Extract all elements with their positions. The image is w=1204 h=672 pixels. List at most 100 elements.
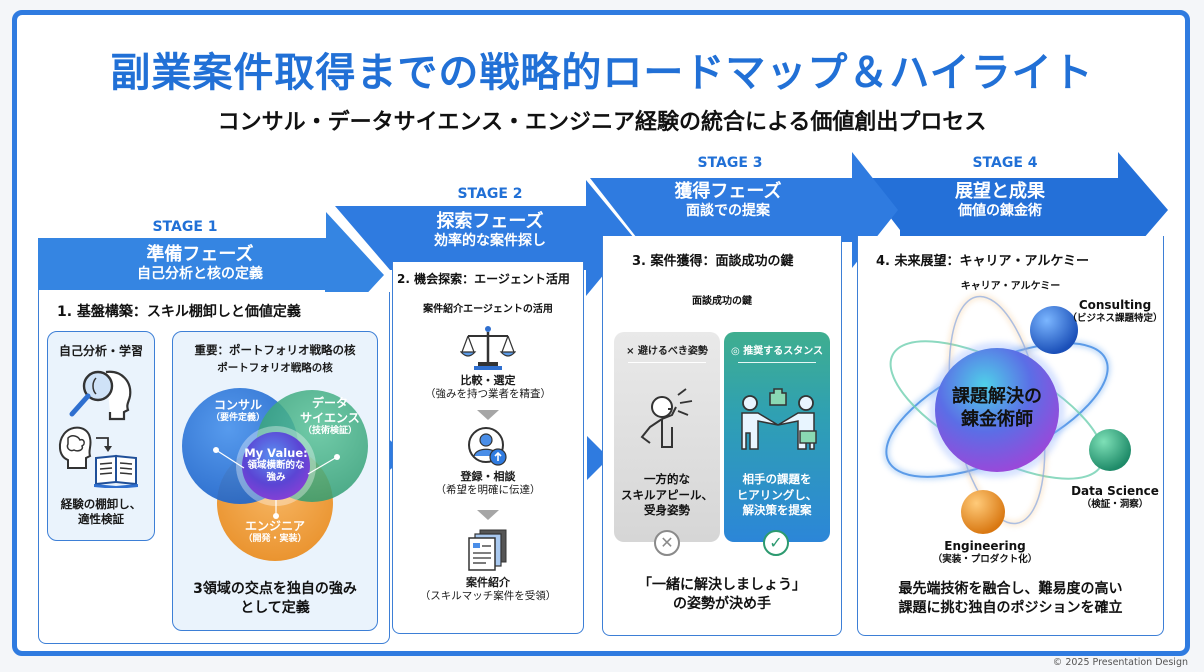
portfolio-summary-line1: 3領域の交点を独自の強み: [193, 581, 357, 597]
copyright: © 2025 Presentation Design: [1052, 657, 1188, 668]
recommend-line2: ヒアリングし、: [736, 487, 818, 502]
step-down-arrow-1: [477, 410, 499, 420]
venn-my-value: [242, 432, 310, 500]
stage2-theme: 効率的な案件探し: [434, 232, 546, 249]
consulting-detail: （ビジネス課題特定）: [1067, 313, 1163, 324]
portfolio-summary: 3領域の交点を独自の強み として定義: [172, 580, 378, 618]
stage2-arrow-text: 探索フェーズ 効率的な案件探し: [390, 211, 590, 249]
portfolio-summary-line2: として定義: [240, 599, 310, 616]
recommend-line3: 解決策を提案: [742, 503, 812, 518]
venn-consulting-name: コンサル: [213, 398, 262, 412]
data-science-name: Data Science: [1071, 484, 1159, 498]
venn-eng-name: エンジニア: [244, 519, 305, 533]
check-mark-icon: ✓: [763, 530, 789, 556]
venn-consulting-label: コンサル （要件定義）: [198, 398, 278, 424]
stage1-phase: 準備フェーズ: [146, 244, 254, 265]
x-mark-icon: ✕: [654, 530, 680, 556]
core-line2: 錬金術師: [961, 409, 1033, 431]
stage2-heading-bg: [393, 262, 579, 288]
self-analysis-title: 自己分析・学習: [58, 344, 143, 358]
brain-book-icon: [58, 426, 138, 488]
scale-icon: [460, 326, 516, 370]
self-analysis-caption-line1: 経験の棚卸し、: [60, 497, 142, 511]
shouting-person-icon: [640, 388, 693, 448]
venn-data-science-label: データ サイエンス （技術検証）: [290, 396, 370, 437]
step-referral-detail: （スキルマッチ案件を受領）: [419, 590, 557, 603]
consulting-orb-label: Consulting （ビジネス課題特定）: [1060, 298, 1170, 325]
data-science-detail: （検証・洞察）: [1081, 499, 1149, 510]
stage1-arrow-text: 準備フェーズ 自己分析と核の定義: [90, 244, 310, 282]
stage4-phase: 展望と成果: [955, 181, 1045, 202]
stage3-heading: 3. 案件獲得：面談成功の鍵: [632, 254, 794, 269]
recommend-line1: 相手の課題を: [742, 472, 812, 486]
stage4-heading-bg: [858, 236, 1113, 270]
recommend-card-rule: [738, 362, 816, 363]
avoid-card-title: × 避けるべき姿勢: [626, 346, 708, 357]
venn-ds-name2: サイエンス: [300, 411, 360, 425]
stage1-theme: 自己分析と核の定義: [137, 265, 263, 282]
avoid-line1: 一方的な: [644, 472, 690, 486]
stage4-summary-line1: 最先端技術を融合し、難易度の高い: [898, 581, 1123, 597]
stage2-label: STAGE 2: [457, 186, 523, 202]
step-down-arrow-2: [477, 510, 499, 520]
consulting-orb: [1030, 306, 1078, 354]
step-register-title: 登録・相談: [460, 470, 516, 483]
my-value-line3: 強み: [266, 472, 286, 484]
my-value-line2: 領域横断的な: [247, 460, 305, 472]
stage3-label: STAGE 3: [697, 155, 763, 171]
stage4-summary: 最先端技術を融合し、難易度の高い 課題に挑む独自のポジションを確立: [857, 580, 1164, 618]
user-upload-icon: [468, 427, 507, 466]
stage4-arrow-text: 展望と成果 価値の錬金術: [900, 181, 1100, 219]
engineering-orb: [961, 490, 1005, 534]
venn-eng-detail: （開発・実装）: [243, 534, 307, 544]
stage4-heading: 4. 未来展望：キャリア・アルケミー: [876, 254, 1089, 269]
avoid-line3: 受身姿勢: [644, 503, 690, 518]
self-analysis-caption-line2: 適性検証: [78, 511, 124, 526]
core-line1: 課題解決の: [952, 386, 1042, 407]
my-value-line1: My Value:: [244, 446, 308, 460]
venn-consulting-detail: （要件定義）: [210, 413, 265, 423]
stage3-caption: 面談成功の鍵: [692, 296, 752, 307]
atom-diagram: [883, 294, 1131, 534]
stage3-arrow-text: 獲得フェーズ 面談での提案: [628, 181, 828, 219]
data-science-orb: [1089, 429, 1131, 471]
avoid-card-rule: [628, 362, 706, 363]
recommend-card: ◎ 推奨するスタンス 相手の課題を ヒアリングし、 解決策を提案: [724, 332, 830, 542]
stage3-heading-bg: [603, 236, 839, 270]
page-title: 副業案件取得までの戦略的ロードマップ＆ハイライト: [110, 50, 1094, 96]
venn-ds-name1: データ: [311, 396, 348, 410]
recommend-card-title: ◎ 推奨するスタンス: [730, 346, 823, 357]
step-register: 登録・相談 （希望を明確に伝達）: [398, 470, 578, 498]
engineering-name: Engineering: [944, 539, 1026, 553]
venn-my-value-label: My Value: 領域横断的な 強み: [236, 446, 316, 484]
consulting-name: Consulting: [1078, 298, 1152, 312]
venn-ds-detail: （技術検証）: [302, 426, 357, 436]
flow-arrow-2: [587, 436, 609, 480]
stage3-summary-line1: 「一緒に解決しましょう」: [638, 577, 806, 593]
stage3-summary: 「一緒に解決しましょう」 の姿勢が決め手: [602, 576, 842, 614]
step-referral-title: 案件紹介: [466, 576, 510, 589]
venn-engineering-label: エンジニア （開発・実装）: [235, 519, 315, 545]
stage3-theme: 面談での提案: [686, 202, 770, 219]
stage1-heading-bg: [39, 290, 325, 320]
step-compare: 比較・選定 （強みを持つ業者を精査）: [398, 374, 578, 402]
step-compare-title: 比較・選定: [460, 374, 516, 387]
stage4-label: STAGE 4: [972, 155, 1038, 171]
portfolio-title: 重要：ポートフォリオ戦略の核: [194, 343, 356, 357]
handshake-puzzle-icon: [741, 388, 817, 450]
data-science-orb-label: Data Science （検証・洞察）: [1062, 484, 1168, 511]
stage2-caption: 案件紹介エージェントの活用: [423, 304, 553, 315]
avoid-card: × 避けるべき姿勢 一方的な スキルアピール、 受身姿勢: [614, 332, 720, 542]
recommend-card-text: 相手の課題を ヒアリングし、 解決策を提案: [724, 472, 830, 519]
self-analysis-caption: 経験の棚卸し、 適性検証: [48, 497, 154, 527]
stage2-phase: 探索フェーズ: [436, 211, 544, 232]
engineering-detail: （実装・プロダクト化）: [932, 554, 1038, 565]
core-orb: [935, 348, 1059, 472]
engineering-orb-label: Engineering （実装・プロダクト化）: [927, 539, 1043, 566]
page-subtitle: コンサル・データサイエンス・エンジニア経験の統合による価値創出プロセス: [217, 110, 987, 135]
stage3-phase: 獲得フェーズ: [674, 181, 782, 202]
avoid-line2: スキルアピール、: [621, 487, 713, 502]
venn-diagram: [182, 388, 368, 561]
core-label: 課題解決の 錬金術師: [917, 385, 1077, 432]
step-register-detail: （希望を明確に伝達）: [435, 484, 541, 497]
